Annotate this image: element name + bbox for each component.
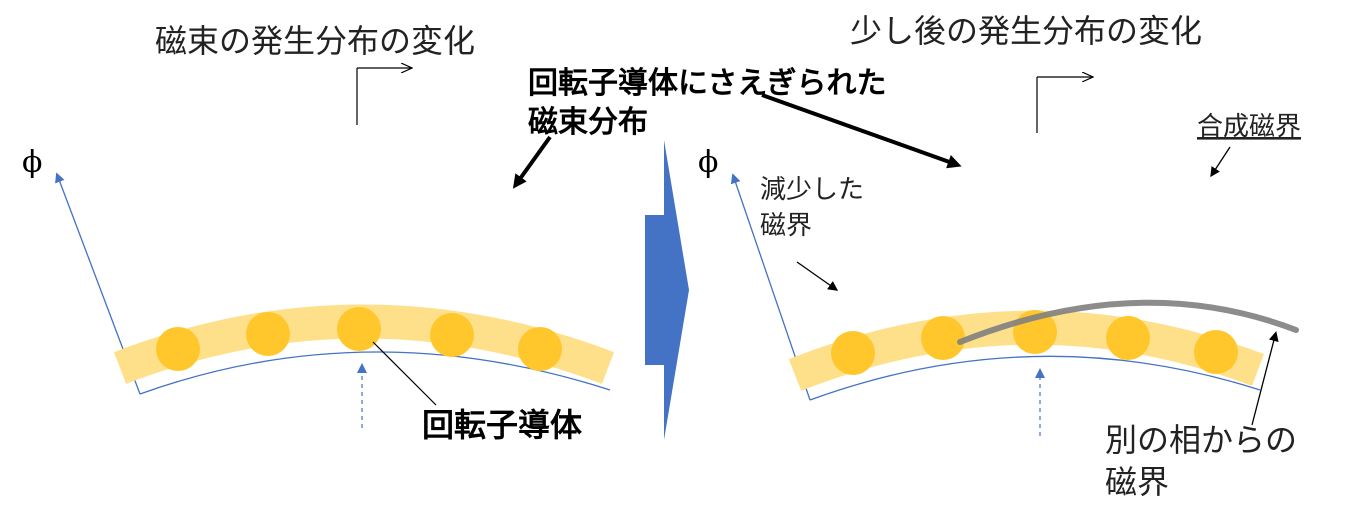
blocked-flux-arrow-right <box>761 93 962 169</box>
right-conductors <box>831 310 1238 375</box>
left-conductors <box>156 307 562 371</box>
blocked-flux-label-line2: 磁束分布 <box>528 105 648 140</box>
rotor-conductor <box>246 312 290 356</box>
left-panel-title: 磁束の発生分布の変化 <box>155 22 475 60</box>
combined-field-label: 合成磁界 <box>1197 112 1301 142</box>
left-phi-symbol: ϕ <box>22 145 42 180</box>
left-rotor-surface <box>139 351 611 395</box>
rotor-conductor <box>921 316 965 360</box>
rotor-label-leader <box>372 341 437 406</box>
right-panel-title: 少し後の発生分布の変化 <box>850 12 1202 50</box>
right-rotation-indicator <box>1036 77 1093 133</box>
rotor-conductor <box>1194 330 1238 374</box>
blocked-flux-arrow-left <box>512 135 552 189</box>
left-rotation-indicator <box>356 68 412 125</box>
other-phase-label-line2: 磁界 <box>1105 463 1169 501</box>
other-phase-label-line1: 別の相からの <box>1105 421 1297 459</box>
rotor-conductor <box>518 327 562 371</box>
left-panel: 磁束の発生分布の変化 ϕ 回転子導体 <box>22 22 615 444</box>
decreased-field-label-line1: 減少した <box>760 175 864 205</box>
decreased-field-arrow <box>796 261 839 291</box>
rotor-conductor <box>430 313 474 357</box>
rotor-conductor <box>156 327 200 371</box>
rotor-conductor <box>831 331 875 375</box>
decreased-field-label-line2: 磁界 <box>760 211 812 241</box>
right-panel: 少し後の発生分布の変化 合成磁界 ϕ 減少した 磁界 <box>698 12 1301 501</box>
right-phi-symbol: ϕ <box>698 145 718 180</box>
blocked-flux-label-line1: 回転子導体にさえぎられた <box>528 66 887 101</box>
combined-field-curve <box>957 299 1299 345</box>
rotor-conductor-label: 回転子導体 <box>422 406 582 444</box>
transition-arrow <box>645 140 689 440</box>
other-phase-arrow <box>1251 331 1279 426</box>
center-annotation: 回転子導体にさえぎられた 磁束分布 <box>512 66 962 440</box>
rotor-conductor <box>1106 316 1150 360</box>
combined-field-arrow <box>1210 146 1231 178</box>
rotor-conductor <box>337 307 381 351</box>
right-rotor-surface <box>809 355 1261 401</box>
